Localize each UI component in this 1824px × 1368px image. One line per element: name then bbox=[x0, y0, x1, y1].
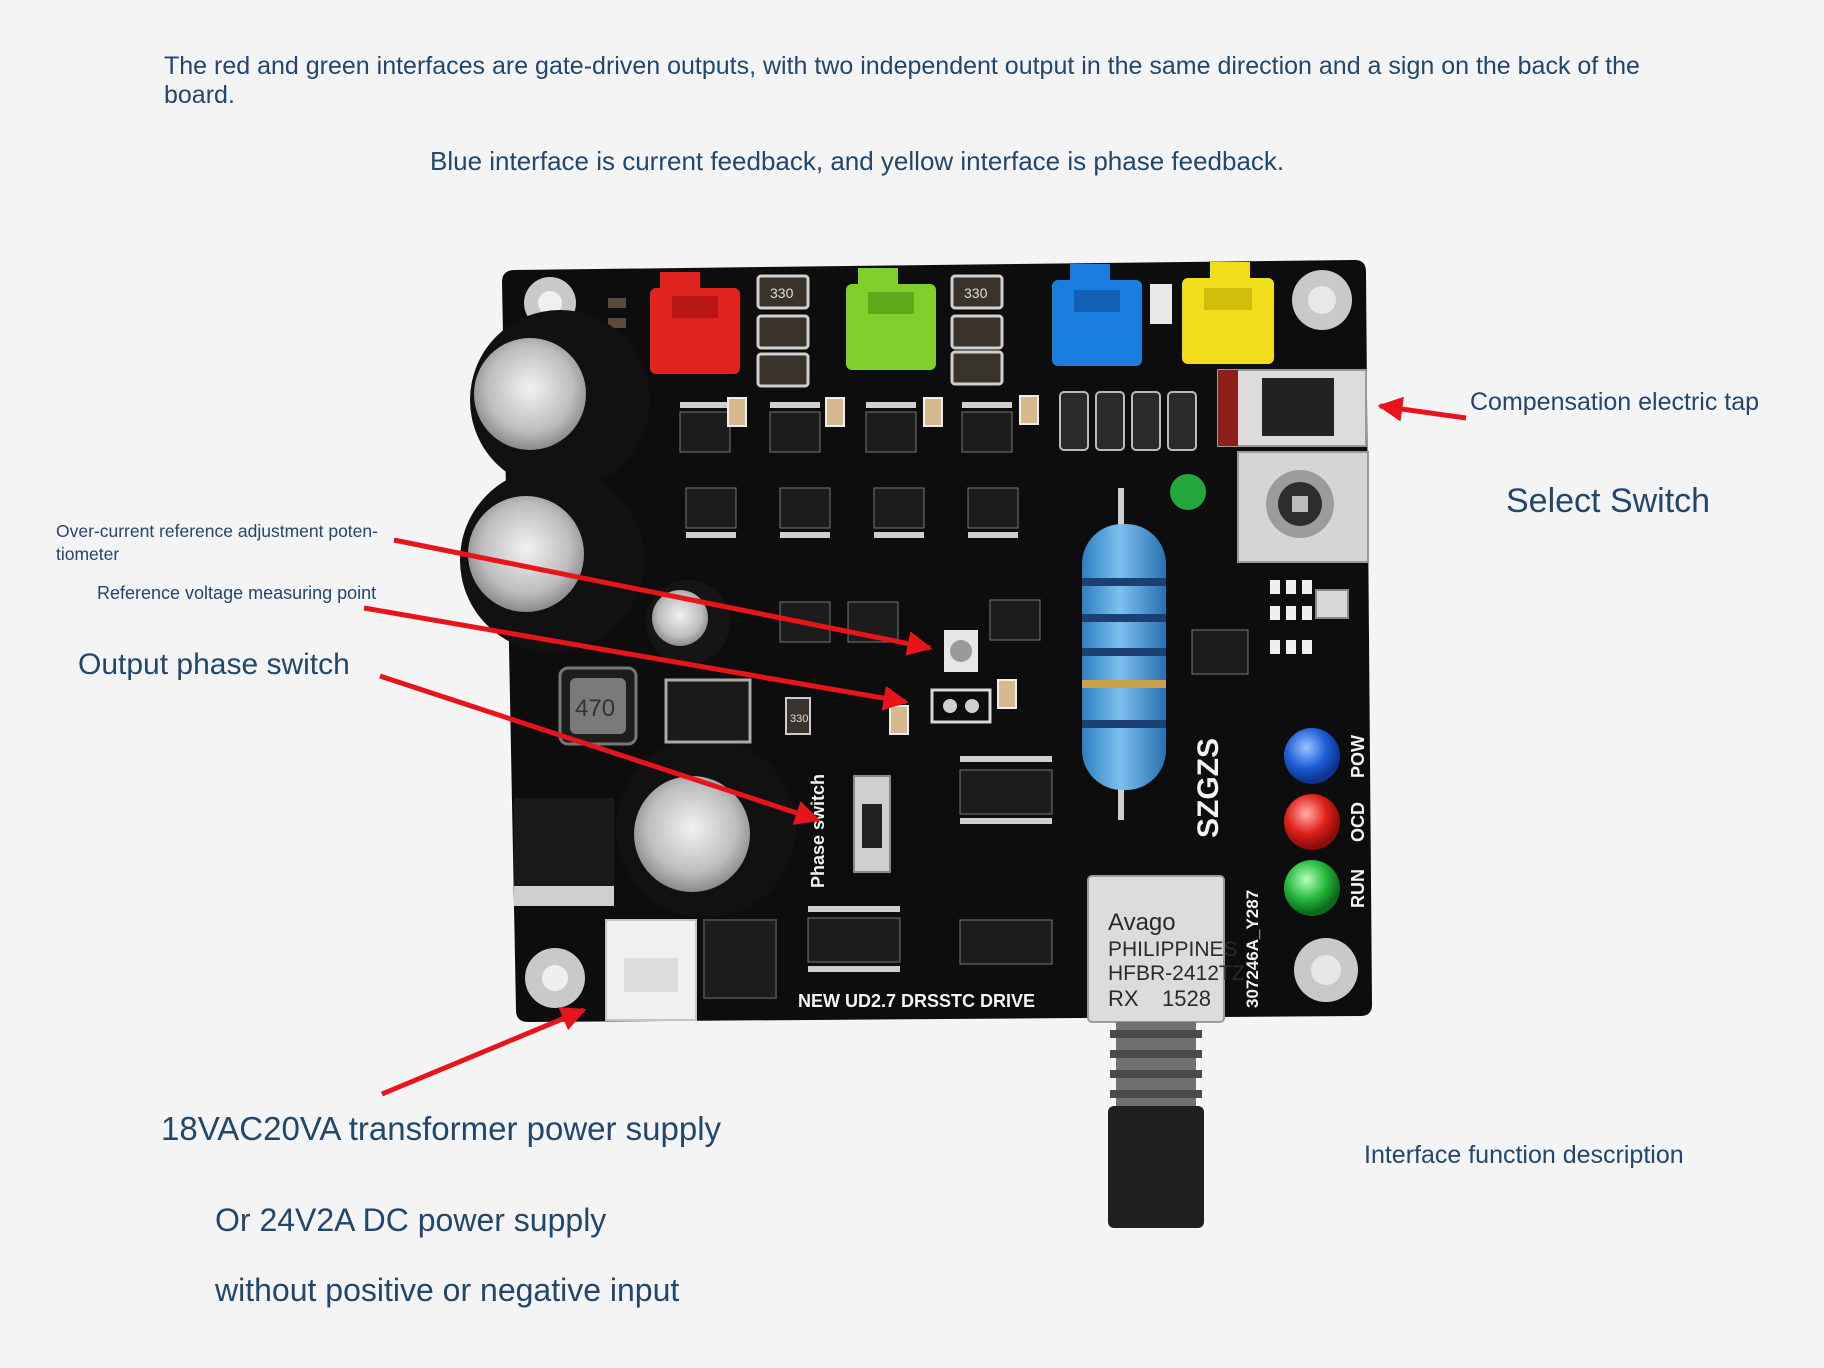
power-supply-label: 18VAC20VA transformer power supply bbox=[161, 1110, 722, 1147]
connector-blue bbox=[1052, 264, 1142, 366]
optical-line1: PHILIPPINES bbox=[1108, 938, 1238, 961]
led-pow-label: POW bbox=[1348, 735, 1368, 778]
led-run-label: RUN bbox=[1348, 869, 1368, 908]
output-phase-switch-label: Output phase switch bbox=[78, 648, 350, 681]
inductor-470: 470 bbox=[558, 666, 638, 746]
optical-line2: HFBR-2412TZ bbox=[1108, 962, 1245, 985]
connector-red bbox=[650, 272, 740, 374]
electrolytic-cap-3 bbox=[646, 580, 730, 664]
intro-note: The red and green interfaces are gate-dr… bbox=[164, 52, 1640, 109]
connector-green bbox=[846, 268, 936, 370]
over-current-trimmer bbox=[944, 630, 978, 672]
optical-brand: Avago bbox=[1108, 909, 1176, 936]
board-title-silkscreen: NEW UD2.7 DRSSTC DRIVE bbox=[798, 991, 1035, 1011]
phase-switch bbox=[853, 775, 891, 873]
brand-silkscreen: SZGZS bbox=[1192, 738, 1225, 838]
electrolytic-cap-1 bbox=[470, 310, 650, 490]
select-rotary-switch bbox=[1237, 451, 1369, 563]
power-resistor bbox=[1082, 488, 1166, 820]
power-input-connector bbox=[605, 919, 697, 1021]
interface-feedback-note: Blue interface is current feedback, and … bbox=[430, 146, 1285, 176]
connector-yellow bbox=[1182, 262, 1274, 364]
resistor-code-2: 330 bbox=[964, 285, 988, 301]
fiber-optic-receiver: Avago PHILIPPINES HFBR-2412TZ RX 1528 bbox=[1087, 875, 1245, 1228]
led-ocd bbox=[1284, 794, 1340, 850]
reference-voltage-label: Reference voltage measuring point bbox=[97, 583, 377, 603]
led-pow bbox=[1284, 728, 1340, 784]
select-switch-label: Select Switch bbox=[1506, 482, 1711, 520]
led-run bbox=[1284, 860, 1340, 916]
phase-switch-silkscreen: Phase switch bbox=[808, 774, 828, 888]
optical-line3a: RX bbox=[1108, 986, 1139, 1011]
compensation-tap-label: Compensation electric tap bbox=[1470, 388, 1760, 416]
compensation-tap-switch bbox=[1217, 369, 1367, 447]
led-ocd-label: OCD bbox=[1348, 802, 1368, 842]
no-polarity-label: without positive or negative input bbox=[215, 1272, 680, 1308]
over-current-pot-label: Over-current reference adjustment poten-… bbox=[56, 521, 378, 564]
electrolytic-cap-2 bbox=[460, 468, 644, 652]
electrolytic-cap-4 bbox=[616, 738, 796, 918]
optical-line3b: 1528 bbox=[1162, 986, 1211, 1011]
serial-silkscreen: 307246A_Y287 bbox=[1243, 890, 1262, 1008]
interface-description-label: Interface function description bbox=[1364, 1141, 1684, 1169]
resistor-code-1: 330 bbox=[770, 285, 794, 301]
resistor-code-3: 330 bbox=[790, 713, 808, 725]
reference-test-point bbox=[930, 688, 992, 724]
inductor-code: 470 bbox=[575, 695, 615, 722]
dc-supply-label: Or 24V2A DC power supply bbox=[215, 1202, 607, 1238]
